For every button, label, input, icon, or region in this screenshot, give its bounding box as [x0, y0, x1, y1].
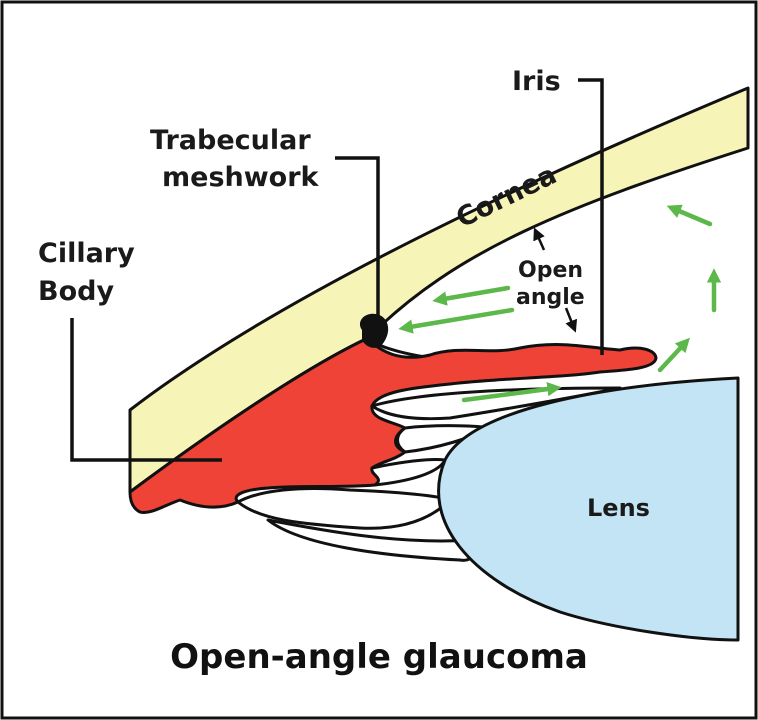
ciliary-label-line1: Cillary — [38, 238, 135, 269]
flow-arrow-top — [666, 204, 713, 227]
flow-arrow-posterior — [461, 381, 562, 403]
outflow-arrow-2 — [398, 307, 515, 334]
outflow-arrow-1 — [432, 285, 511, 306]
iris-leader-line — [578, 78, 604, 355]
trabecular-label-line1: Trabecular — [150, 125, 311, 156]
diagram-title: Open-angle glaucoma — [170, 637, 588, 677]
lens-shape — [437, 376, 740, 642]
iris-label: Iris — [512, 66, 561, 97]
open-angle-arrow-down — [564, 307, 578, 333]
trabecular-meshwork-shape — [359, 313, 389, 348]
open-angle-label-line1: Open — [518, 258, 583, 283]
open-angle-label-line2: angle — [516, 285, 585, 310]
zonule-band-3 — [370, 458, 447, 487]
flow-arrow-pupil — [657, 337, 690, 373]
trabecular-label-line2: meshwork — [162, 162, 320, 193]
open-angle-arrow-up — [533, 227, 546, 251]
lens-label: Lens — [587, 494, 650, 522]
trabecular-leader-line — [335, 156, 380, 322]
ciliary-label-line2: Body — [38, 276, 114, 307]
ciliary-body-iris-shape — [128, 336, 658, 515]
ciliary-leader-line — [70, 318, 222, 462]
